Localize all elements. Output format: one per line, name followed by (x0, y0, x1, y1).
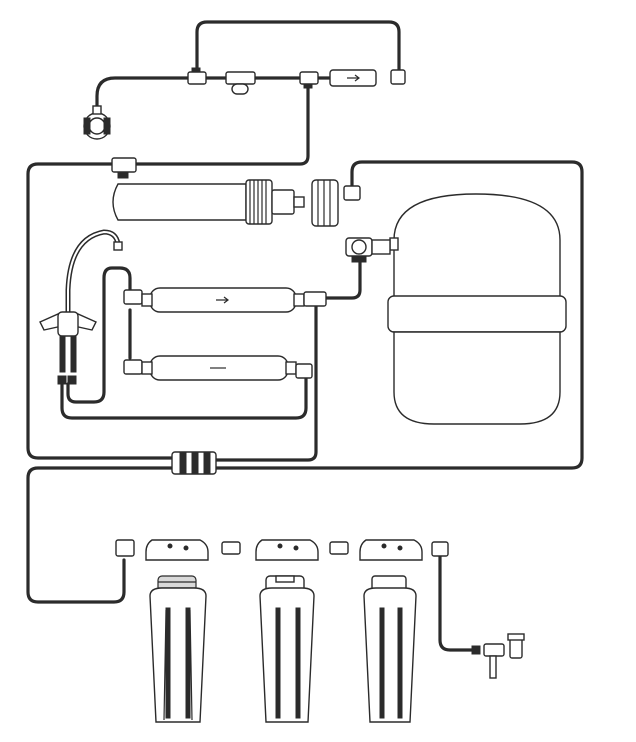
elbow-fitting-top-right (390, 69, 406, 85)
elbow-fitting-post-1-in (123, 289, 143, 305)
gac-prefilter (359, 539, 423, 723)
connector-prefilter-2-3 (329, 541, 349, 555)
tube-lower-loop (60, 376, 308, 420)
tee-connector-post (303, 291, 327, 307)
tube-right-loop (214, 160, 584, 470)
feed-saddle-valve (83, 105, 111, 140)
tube-top-loop (195, 20, 401, 74)
elbow-fitting-membrane-outlet (343, 185, 361, 201)
tube-to-membrane (134, 82, 310, 166)
feed-water-adapter (471, 633, 525, 679)
storage-tank (387, 193, 567, 425)
elbow-fitting-post-2-out (295, 363, 313, 379)
tube-to-prefilters (26, 466, 174, 604)
quick-connector-bottom (171, 451, 217, 475)
tank-ball-valve (345, 237, 391, 263)
remineralization-filter (141, 355, 297, 381)
elbow-fitting-membrane-inlet (111, 157, 137, 179)
tubing (26, 20, 584, 652)
ro-membrane-housing (112, 179, 305, 225)
tube-faucet-line (66, 266, 132, 404)
elbow-fitting-prefilter-1-out (115, 539, 135, 557)
flow-restrictor (329, 69, 377, 87)
carbon-block-prefilter (255, 539, 319, 723)
tube-left-loop (26, 162, 174, 460)
elbow-fitting-top-left (187, 67, 207, 85)
faucet (39, 229, 123, 385)
elbow-fitting-top-mid (299, 71, 319, 89)
elbow-fitting-post-2-in (123, 359, 143, 375)
tube-tee-down (212, 304, 318, 462)
tee-connector-top (225, 71, 256, 95)
tube-tank-to-tee (320, 254, 362, 300)
sediment-prefilter (145, 539, 209, 723)
post-carbon-filter (141, 287, 305, 313)
elbow-fitting-prefilter-3-in (431, 541, 449, 557)
connector-prefilter-1-2 (221, 541, 241, 555)
membrane-cap (311, 179, 339, 227)
tube-to-feed-adapter (438, 554, 474, 652)
tube-saddle-to-valve (95, 76, 190, 110)
